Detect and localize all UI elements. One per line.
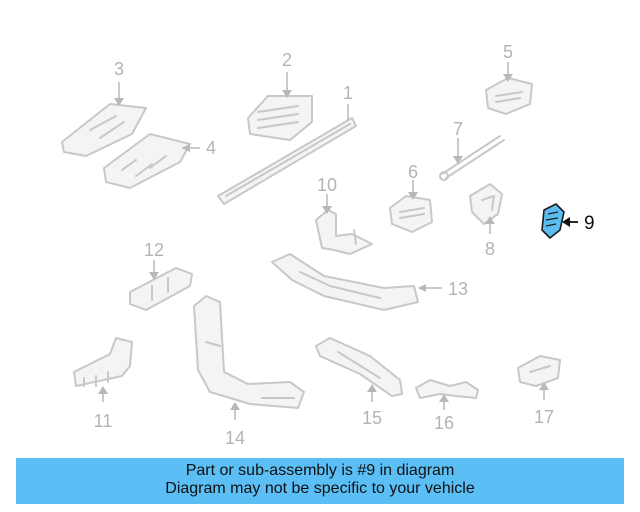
part-9-highlighted[interactable] [541, 203, 565, 239]
part-2-center-vent[interactable] [247, 95, 313, 141]
info-banner: Part or sub-assembly is #9 in diagram Di… [16, 458, 624, 504]
part-15-rear-duct[interactable] [315, 337, 403, 397]
callout-10: 10 [317, 175, 337, 214]
callout-10-label: 10 [317, 175, 337, 195]
callout-11: 11 [94, 386, 113, 431]
part-5-corner-vent[interactable] [485, 77, 533, 115]
callout-12-label: 12 [144, 240, 164, 260]
callout-17-label: 17 [534, 407, 554, 427]
callout-7: 7 [453, 119, 463, 164]
callout-3: 3 [114, 59, 124, 106]
callout-13-label: 13 [448, 279, 468, 299]
part-4-dual-vent-panel[interactable] [103, 133, 191, 189]
part-17-clip[interactable] [517, 355, 561, 387]
part-10-duct-connector[interactable] [315, 209, 373, 255]
part-14-floor-duct[interactable] [193, 295, 305, 409]
callout-16: 16 [434, 394, 454, 433]
exploded-parts-diagram: 1 2 3 4 [61, 42, 595, 448]
callout-8: 8 [485, 216, 495, 259]
callout-15-label: 15 [362, 408, 382, 428]
callout-17: 17 [534, 382, 554, 427]
callout-4-label: 4 [206, 138, 216, 158]
callout-15: 15 [362, 384, 382, 428]
callout-5: 5 [503, 42, 513, 82]
part-1-trim-strip[interactable] [217, 117, 357, 205]
part-16-small-duct[interactable] [415, 379, 479, 399]
callout-11-label: 11 [94, 411, 113, 431]
callout-3-label: 3 [114, 59, 124, 79]
part-3-vent-housing[interactable] [61, 103, 147, 157]
part-6-small-vent[interactable] [389, 195, 433, 233]
callout-16-label: 16 [434, 413, 454, 433]
part-7-rod[interactable] [439, 135, 505, 181]
callout-6-label: 6 [408, 162, 418, 182]
banner-line-part-number: Part or sub-assembly is #9 in diagram [185, 462, 455, 479]
callout-12: 12 [144, 240, 164, 280]
callout-13: 13 [418, 279, 468, 299]
callout-14-label: 14 [225, 428, 245, 448]
callout-2: 2 [282, 50, 292, 98]
part-8-bracket[interactable] [469, 183, 503, 225]
callout-9-label: 9 [584, 213, 595, 234]
callout-4: 4 [182, 138, 216, 158]
callout-2-label: 2 [282, 50, 292, 70]
part-12-connector-block[interactable] [129, 267, 193, 311]
callout-14: 14 [225, 402, 245, 448]
callout-5-label: 5 [503, 42, 513, 62]
callout-6: 6 [408, 162, 418, 200]
callout-1: 1 [343, 83, 353, 120]
callout-8-label: 8 [485, 239, 495, 259]
part-11-side-bracket[interactable] [73, 337, 133, 387]
part-13-long-duct[interactable] [271, 253, 419, 311]
callout-9: 9 [562, 213, 595, 234]
callout-7-label: 7 [453, 119, 463, 139]
banner-line-disclaimer: Diagram may not be specific to your vehi… [165, 480, 475, 497]
callout-1-label: 1 [343, 83, 353, 103]
